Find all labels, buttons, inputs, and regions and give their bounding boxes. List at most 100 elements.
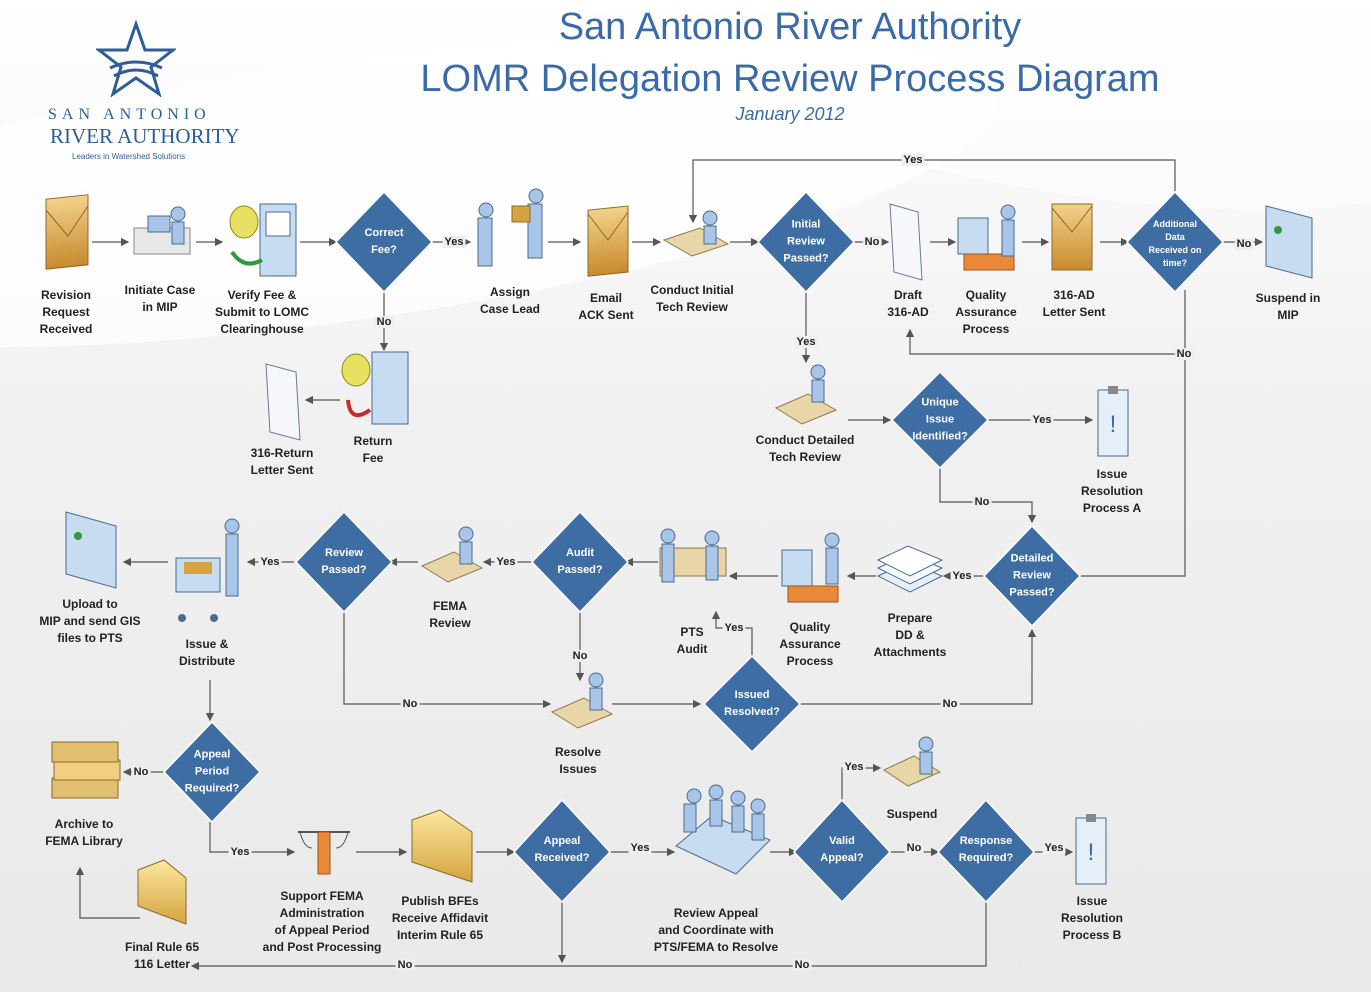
clearinghouse-icon: [341, 351, 409, 425]
envelope-icon: [587, 205, 629, 277]
draft-316ad-label: Draft 316-AD: [887, 288, 929, 319]
unique-issue-label: Unique Issue Identified?: [912, 396, 968, 443]
page-title: San Antonio River Authority: [558, 6, 1022, 48]
review-passed-decision: [294, 510, 394, 614]
logo-line1: SAN ANTONIO: [48, 106, 211, 123]
flow-yes-label: Yes: [950, 570, 974, 582]
logo-tagline: Leaders in Watershed Solutions: [72, 152, 186, 161]
verify-fee-label: Verify Fee & Submit to LOMC Clearinghous…: [215, 288, 309, 336]
flow-yes-label: Yes: [628, 842, 652, 854]
flow-yes-label: Yes: [794, 336, 818, 348]
connectors: [75, 159, 1264, 971]
flow-no-label: No: [904, 842, 924, 854]
appeal-period-label: Appeal Period Required?: [184, 748, 240, 795]
clipboard-alert-icon: !: [1075, 814, 1107, 885]
resolve-issues-label: Resolve Issues: [554, 745, 602, 776]
initiate-case-label: Initiate Case in MIP: [124, 283, 196, 314]
unique-issue-decision: [890, 370, 990, 470]
flow-no-label: No: [570, 650, 590, 662]
flow-no-label: No: [400, 698, 420, 710]
revision-request-label: Revision Request Received: [39, 288, 93, 336]
flow-no-label: No: [862, 236, 882, 248]
quality-assurance-icon: [781, 532, 840, 603]
support-fema-label: Support FEMA Administration of Appeal Pe…: [262, 889, 382, 954]
correct-fee-label: Correct Fee?: [364, 227, 404, 256]
appeal-received-label: Appeal Received?: [534, 835, 590, 864]
decision-nodes: [162, 190, 1225, 904]
flow-yes-label: Yes: [442, 236, 466, 248]
flow-no-label: No: [940, 698, 960, 710]
prepare-dd-label: Prepare DD & Attachments: [873, 611, 947, 659]
suspend-label: Suspend: [886, 807, 938, 821]
response-required-decision: [936, 798, 1036, 904]
additional-data-decision: [1125, 190, 1225, 294]
issues-resolved-decision: [702, 654, 802, 754]
clearinghouse-icon: [229, 203, 297, 277]
final-rule-label: Final Rule 65 116 Letter: [124, 940, 200, 971]
flow-no-label: No: [972, 496, 992, 508]
detailed-review-decision: [982, 524, 1082, 628]
initial-passed-label: Initial Review Passed?: [783, 218, 829, 265]
envelope-icon: [1051, 203, 1093, 271]
issue-distribute-label: Issue & Distribute: [178, 637, 236, 668]
computer-workstation-icon: [133, 206, 191, 255]
flow-yes-label: Yes: [258, 556, 282, 568]
appeal-received-decision: [512, 798, 612, 904]
valid-appeal-decision: [792, 798, 892, 904]
additional-data-label: Additional Data Received on time?: [1148, 219, 1202, 268]
flow-yes-label: Yes: [901, 154, 925, 166]
desk-worker-icon: [882, 736, 942, 787]
desk-worker-icon: [662, 210, 730, 257]
return-fee-label: Return Fee: [353, 434, 393, 465]
document-icon: [265, 363, 301, 441]
return-letter-label: 316-Return Letter Sent: [250, 446, 314, 477]
audit-passed-decision: [530, 510, 630, 614]
publish-bfes-label: Publish BFEs Receive Affidavit Interim R…: [391, 894, 489, 942]
page-date: January 2012: [735, 104, 845, 124]
folder-icon: [411, 809, 473, 883]
correct-fee-decision: [334, 190, 434, 294]
review-passed-label: Review Passed?: [321, 547, 367, 576]
upload-mip-label: Upload to MIP and send GIS files to PTS: [39, 597, 141, 645]
quality-assurance-icon: [957, 204, 1016, 271]
scales-icon: [298, 831, 350, 875]
people-handoff-icon: [477, 188, 544, 267]
qa-process-mid-label: Quality Assurance Process: [779, 620, 841, 668]
flow-yes-label: Yes: [1030, 414, 1054, 426]
svg-text:!: !: [1088, 839, 1095, 866]
flow-yes-label: Yes: [722, 622, 746, 634]
book-stack-icon: [51, 741, 121, 799]
flow-yes-label: Yes: [1042, 842, 1066, 854]
web-page-icon: [65, 511, 117, 589]
flow-yes-label: Yes: [494, 556, 518, 568]
document-stack-icon: [876, 545, 944, 593]
response-required-label: Response Required?: [958, 835, 1014, 864]
flow-no-label: No: [374, 316, 394, 328]
audit-passed-label: Audit Passed?: [557, 547, 603, 576]
valid-appeal-label: Valid Appeal?: [820, 835, 864, 864]
flow-no-label: No: [131, 766, 151, 778]
detailed-review-label: Conduct Detailed Tech Review: [755, 433, 855, 464]
clipboard-alert-icon: !: [1097, 386, 1129, 457]
fema-review-label: FEMA Review: [429, 599, 471, 630]
document-icon: [889, 203, 923, 281]
issues-resolved-label: Issued Resolved?: [724, 689, 780, 718]
appeal-period-decision: [162, 720, 262, 824]
flow-no-label: No: [395, 959, 415, 971]
initial-review-decision: [756, 190, 856, 294]
audit-meeting-icon: [659, 528, 727, 583]
pts-audit-label: PTS Audit: [676, 625, 708, 656]
page-subtitle: LOMR Delegation Review Process Diagram: [420, 58, 1160, 100]
email-ack-label: Email ACK Sent: [578, 291, 634, 322]
qa-process-top-label: Quality Assurance Process: [955, 288, 1017, 336]
envelope-icon: [45, 194, 89, 270]
desk-worker-icon: [774, 364, 838, 425]
initial-review-label: Conduct Initial Tech Review: [650, 283, 734, 314]
logo-line2: RIVER AUTHORITY: [50, 124, 240, 148]
folder-icon: [137, 859, 187, 925]
desk-worker-icon: [420, 526, 484, 583]
svg-text:!: !: [1110, 411, 1117, 438]
assign-lead-label: Assign Case Lead: [479, 285, 541, 316]
suspend-mip-label: Suspend in MIP: [1255, 291, 1321, 322]
web-page-icon: [1265, 205, 1313, 279]
